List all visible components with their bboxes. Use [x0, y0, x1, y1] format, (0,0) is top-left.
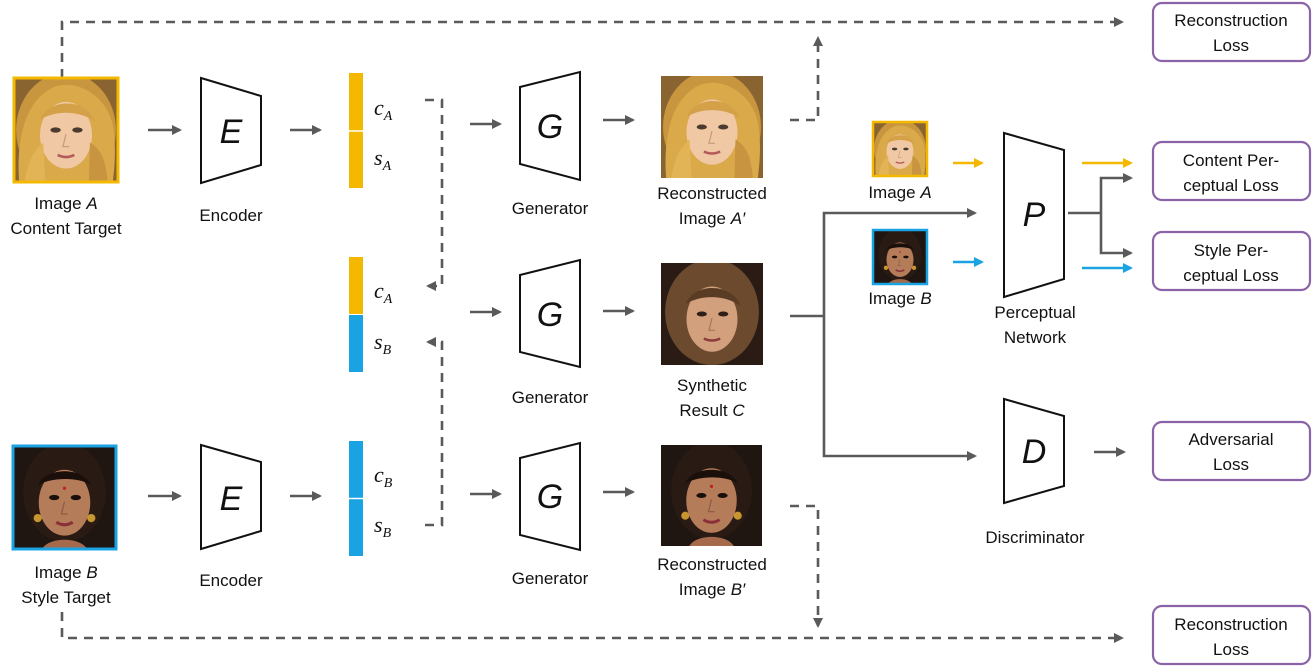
generator-mid-label: Generator	[512, 388, 589, 407]
perceptual-network: P	[1003, 131, 1065, 299]
perceptual-image-a-photo	[871, 120, 929, 178]
encoder-b-symbol: E	[220, 480, 243, 518]
code-c-a-bar	[349, 73, 363, 131]
generator-b-symbol: G	[537, 478, 563, 516]
encoder-b-label: Encoder	[199, 571, 263, 590]
generator-mid: G	[519, 258, 581, 369]
recon-a-label-line2: Image A′	[679, 209, 746, 228]
recon-top-line2: Loss	[1213, 36, 1249, 55]
arrow-branch-to-content-loss	[1099, 173, 1133, 213]
generator-a-symbol: G	[537, 108, 563, 146]
code-c-a-label: cA	[374, 95, 393, 124]
encoder-a: E	[200, 76, 262, 185]
discriminator: D	[1003, 397, 1065, 505]
reconstruction-loss-top-box: Reconstruction Loss	[1151, 1, 1312, 63]
perceptual-image-b-label: Image B	[868, 289, 931, 308]
generator-b-label: Generator	[512, 569, 589, 588]
code-c-a-swapped-label: cA	[374, 278, 393, 307]
adversarial-loss-line1: Adversarial	[1188, 430, 1273, 449]
generator-a-label: Generator	[512, 199, 589, 218]
reconstruction-loss-bottom-box: Reconstruction Loss	[1151, 604, 1312, 666]
arrow-synthetic-to-perceptual	[822, 208, 977, 316]
recon-a-output-dashed-arrow	[790, 36, 823, 122]
recon-b-label-line2: Image B′	[679, 580, 746, 599]
code-s-b-bar	[349, 499, 363, 556]
style-loss-line2: ceptual Loss	[1183, 266, 1278, 285]
content-loss-line2: ceptual Loss	[1183, 176, 1278, 195]
content-perceptual-loss-box: Content Per- ceptual Loss	[1151, 140, 1312, 202]
recon-a-label-line1: Reconstructed	[657, 184, 767, 203]
perceptual-label-line2: Network	[1004, 328, 1067, 347]
style-perceptual-loss-box: Style Per- ceptual Loss	[1151, 230, 1312, 292]
discriminator-symbol: D	[1022, 433, 1047, 471]
generator-mid-symbol: G	[537, 296, 563, 334]
arrow-synthetic-to-discriminator	[822, 316, 977, 461]
image-a-label: Image A	[34, 194, 97, 213]
code-c-a-swapped-bar	[349, 257, 363, 314]
perceptual-symbol: P	[1023, 196, 1046, 234]
perceptual-image-b-photo	[871, 228, 929, 286]
code-s-a-bar	[349, 131, 363, 188]
recon-a-dashed-arrow	[60, 17, 1124, 78]
reconstructed-image-b-photo	[661, 445, 762, 546]
content-target-label: Content Target	[10, 219, 121, 238]
code-s-b-swapped-label: sB	[374, 329, 392, 358]
discriminator-label: Discriminator	[985, 528, 1085, 547]
adversarial-loss-box: Adversarial Loss	[1151, 420, 1312, 482]
recon-b-dashed-arrow	[60, 612, 1124, 643]
synthetic-label-line2: Result C	[679, 401, 745, 420]
adversarial-loss-line2: Loss	[1213, 455, 1249, 474]
recon-b-label-line1: Reconstructed	[657, 555, 767, 574]
image-a-photo	[12, 76, 120, 184]
code-s-b-label: sB	[374, 512, 392, 541]
content-a-swap-dashed-arrow	[425, 98, 444, 291]
perceptual-label-line1: Perceptual	[994, 303, 1075, 322]
synthetic-label-line1: Synthetic	[677, 376, 747, 395]
generator-a: G	[519, 70, 581, 182]
style-loss-line1: Style Per-	[1194, 241, 1269, 260]
style-b-swap-dashed-arrow	[425, 337, 444, 527]
encoder-a-symbol: E	[220, 113, 243, 151]
content-loss-line1: Content Per-	[1183, 151, 1279, 170]
code-c-b-label: cB	[374, 462, 393, 491]
reconstructed-image-a-photo	[661, 76, 763, 178]
recon-top-line1: Reconstruction	[1174, 11, 1287, 30]
image-b-label: Image B	[34, 563, 97, 582]
recon-bottom-line2: Loss	[1213, 640, 1249, 659]
code-c-b-bar	[349, 441, 363, 498]
generator-b: G	[519, 441, 581, 552]
encoder-a-label: Encoder	[199, 206, 263, 225]
perceptual-image-a-label: Image A	[868, 183, 931, 202]
synthetic-result-c-photo	[661, 263, 763, 365]
style-target-label: Style Target	[21, 588, 111, 607]
arrow-branch-to-style-loss	[1099, 213, 1133, 258]
encoder-b: E	[200, 443, 262, 551]
image-b-photo	[11, 444, 118, 551]
recon-bottom-line1: Reconstruction	[1174, 615, 1287, 634]
recon-b-output-dashed-arrow	[790, 504, 823, 628]
code-s-b-swapped-bar	[349, 315, 363, 372]
code-s-a-label: sA	[374, 145, 392, 174]
